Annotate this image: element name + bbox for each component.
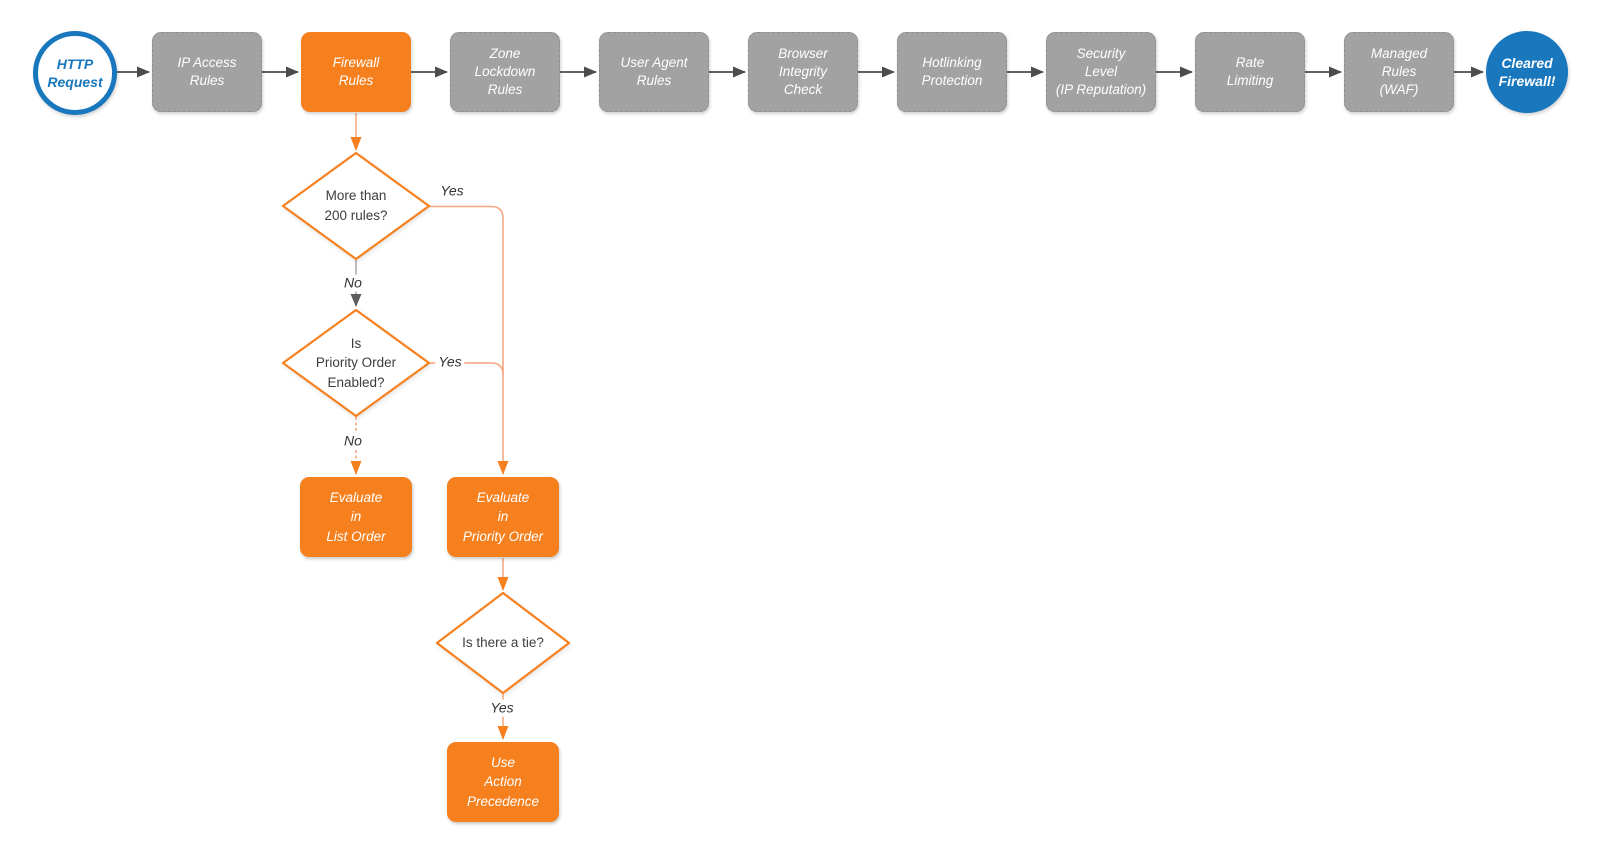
decision-is-there-a-tie-shape (435, 591, 571, 695)
decision-more-than-200-rules-label: More than 200 rules? (324, 188, 388, 223)
label-yes-2: Yes (435, 353, 465, 371)
label-no-2: No (341, 432, 365, 450)
node-cleared-firewall: Cleared Firewall! (1486, 31, 1568, 113)
arrow-decision1-yes (429, 205, 509, 475)
label-yes-3: Yes (487, 699, 517, 717)
label-yes-1: Yes (437, 182, 467, 200)
decision-more-than-200-rules-shape (281, 151, 431, 261)
arrow-decision2-yes (429, 362, 504, 375)
node-http-request: HTTP Request (33, 31, 117, 115)
label-no-1: No (341, 274, 365, 292)
node-managed-rules-waf: Managed Rules (WAF) (1344, 32, 1454, 112)
node-evaluate-priority-order: Evaluate in Priority Order (447, 477, 559, 557)
decision-is-there-a-tie-label: Is there a tie? (462, 635, 544, 651)
decision-priority-order-enabled-shape (281, 308, 431, 418)
node-hotlinking-protection: Hotlinking Protection (897, 32, 1007, 112)
node-ip-access-rules: IP Access Rules (152, 32, 262, 112)
node-evaluate-list-order: Evaluate in List Order (300, 477, 412, 557)
node-security-level-ip-reputation: Security Level (IP Reputation) (1046, 32, 1156, 112)
node-user-agent-rules: User Agent Rules (599, 32, 709, 112)
decision-priority-order-enabled-label: Is Priority Order Enabled? (315, 335, 397, 390)
node-zone-lockdown-rules: Zone Lockdown Rules (450, 32, 560, 112)
node-firewall-rules: Firewall Rules (301, 32, 411, 112)
node-browser-integrity-check: Browser Integrity Check (748, 32, 858, 112)
node-rate-limiting: Rate Limiting (1195, 32, 1305, 112)
node-use-action-precedence: Use Action Precedence (447, 742, 559, 822)
